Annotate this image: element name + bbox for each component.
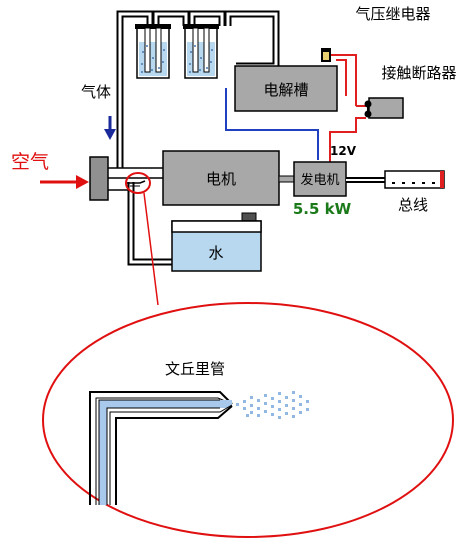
- spray: [236, 391, 309, 419]
- water-label: 水: [208, 244, 223, 262]
- water-tank: [171, 212, 262, 272]
- gas-arrow: [104, 116, 116, 140]
- gas-label: 气体: [81, 83, 111, 101]
- contactor: [364, 97, 404, 119]
- pressure-relay-label: 气压继电器: [355, 5, 430, 23]
- venturi-tube: [89, 391, 233, 505]
- bubbler-right: [183, 24, 219, 79]
- magnifier-small: [125, 172, 151, 194]
- water-pipe: [127, 182, 172, 266]
- main-pipe: [108, 167, 163, 191]
- bus-label: 总线: [398, 196, 428, 214]
- generator-box: [293, 161, 347, 197]
- venturi-small: [126, 180, 146, 187]
- venturi-label: 文丘里管: [165, 360, 225, 378]
- wire-blue: [225, 88, 319, 160]
- power-label: 5.5 kW: [293, 200, 352, 218]
- air-arrow: [40, 175, 89, 189]
- power-strip: [384, 170, 445, 189]
- magnifier-line: [143, 192, 159, 306]
- air-intake: [89, 156, 109, 201]
- generator-label: 发电机: [300, 172, 339, 188]
- magnifier-large: [42, 302, 454, 538]
- air-label: 空气: [11, 151, 49, 173]
- pressure-relay: [321, 48, 331, 62]
- shaft: [278, 175, 295, 183]
- electrolyzer-box: [234, 65, 338, 112]
- motor-box: [162, 150, 280, 206]
- voltage-label: 12V: [330, 144, 357, 158]
- electrolyzer-label: 电解槽: [263, 81, 308, 99]
- contactor-label: 接触断路器: [381, 64, 456, 82]
- top-gas-piping: [116, 10, 280, 168]
- motor-label: 电机: [206, 170, 236, 188]
- bubbler-left: [135, 24, 171, 79]
